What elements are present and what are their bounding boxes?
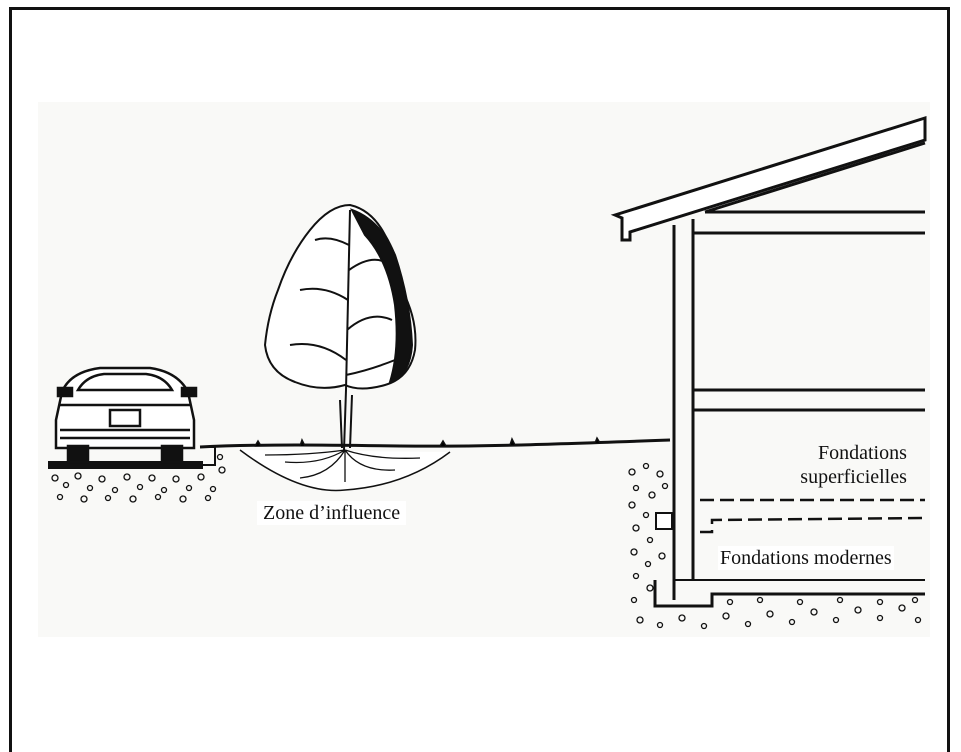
wall-window — [656, 513, 672, 529]
house-icon — [615, 118, 925, 606]
car-icon — [56, 368, 196, 462]
influence-zone-label: Zone d’influence — [257, 501, 406, 525]
tree-icon — [265, 205, 415, 450]
shallow-foundations-line2: superficielles — [798, 465, 907, 489]
shallow-foundations-line1: Fondations — [798, 441, 907, 465]
shallow-foundations-label: Fondations superficielles — [798, 441, 907, 489]
shallow-foundation-lines — [700, 500, 925, 532]
modern-foundations-label: Fondations modernes — [718, 546, 894, 570]
